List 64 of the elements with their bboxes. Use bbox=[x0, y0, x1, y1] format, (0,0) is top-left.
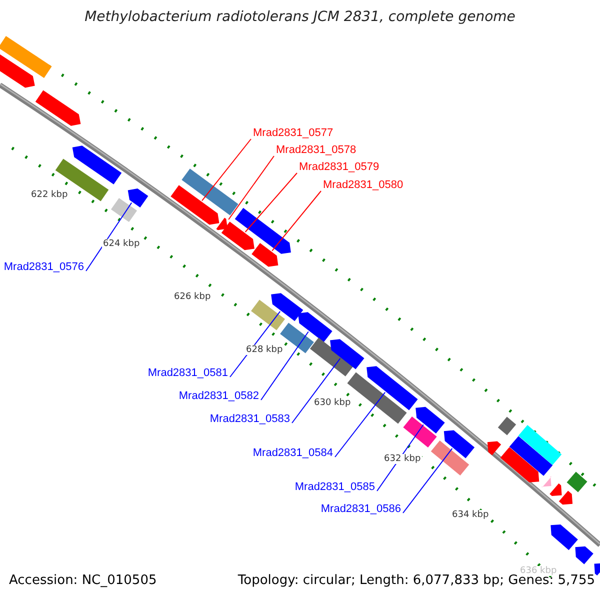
leader-line bbox=[86, 202, 132, 272]
gene-feature bbox=[518, 425, 562, 465]
leader-line bbox=[272, 190, 322, 252]
gene-feature bbox=[251, 300, 285, 330]
gene-feature bbox=[35, 90, 81, 126]
gene-feature bbox=[566, 472, 588, 492]
gene-feature bbox=[182, 168, 238, 216]
gene-feature bbox=[550, 483, 562, 496]
gene-feature bbox=[170, 185, 220, 225]
leader-line bbox=[402, 448, 453, 514]
gene-feature bbox=[509, 436, 553, 476]
gene-label: Mrad2831_0585 bbox=[294, 481, 375, 494]
scale-label: 624 kbp bbox=[102, 239, 141, 250]
gene-feature bbox=[128, 188, 148, 208]
map-title: Methylobacterium radiotolerans JCM 2831, complete genome bbox=[84, 9, 516, 26]
gene-label: Mrad2831_0576 bbox=[4, 261, 84, 274]
gene-feature bbox=[416, 406, 445, 434]
leader-line bbox=[202, 138, 252, 202]
gene-feature bbox=[550, 524, 578, 550]
gene-feature bbox=[366, 366, 418, 410]
gene-label: Mrad2831_0579 bbox=[299, 161, 380, 174]
gene-feature bbox=[575, 546, 594, 564]
gene-label: Mrad2831_0580 bbox=[323, 179, 404, 192]
scale-label: 632 kbp bbox=[383, 454, 422, 464]
gene-feature bbox=[594, 563, 600, 576]
gene-feature bbox=[500, 447, 540, 482]
genome-summary-text: Topology: circular; Length: 6,077,833 bp; Genes: 5,755 bbox=[238, 574, 595, 589]
gene-feature bbox=[403, 416, 437, 448]
gene-label: Mrad2831_0583 bbox=[210, 413, 290, 426]
gene-feature bbox=[0, 52, 35, 88]
gene-feature bbox=[252, 242, 278, 267]
gene-label: Mrad2831_0577 bbox=[253, 127, 334, 140]
scale-label: 630 kbp bbox=[313, 398, 352, 408]
gene-feature bbox=[498, 416, 516, 436]
gene-label: Mrad2831_0584 bbox=[252, 447, 333, 460]
gene-feature bbox=[72, 146, 122, 184]
gene-feature bbox=[110, 198, 138, 222]
leader-line bbox=[260, 331, 309, 400]
scale-label: 626 kbp bbox=[173, 292, 212, 302]
gene-feature bbox=[0, 36, 52, 78]
gene-feature bbox=[487, 441, 502, 456]
gene-feature bbox=[444, 430, 475, 458]
gene-label: Mrad2831_0586 bbox=[320, 503, 401, 516]
gene-feature bbox=[271, 293, 304, 322]
gene-feature bbox=[216, 218, 228, 230]
scale-label: 628 kbp bbox=[245, 345, 284, 356]
accession-text: Accession: NC_010505 bbox=[9, 574, 157, 589]
leader-line bbox=[244, 172, 298, 232]
gene-feature bbox=[330, 339, 364, 370]
leader-line bbox=[334, 392, 386, 458]
scale-label: 622 kbp bbox=[30, 190, 69, 200]
gene-feature bbox=[558, 490, 573, 505]
gene-feature bbox=[298, 312, 332, 342]
gene-feature bbox=[541, 476, 552, 488]
gene-feature bbox=[430, 440, 470, 476]
scale-label: 636 kbp bbox=[519, 566, 558, 576]
gene-feature bbox=[221, 222, 254, 250]
gene-feature bbox=[234, 208, 291, 254]
leader-line bbox=[292, 358, 341, 424]
gene-label: Mrad2831_0581 bbox=[148, 367, 228, 380]
gene-label: Mrad2831_0578 bbox=[276, 144, 356, 157]
gene-label: Mrad2831_0582 bbox=[178, 390, 259, 403]
leader-line bbox=[228, 156, 274, 220]
scale-label: 634 kbp bbox=[451, 510, 490, 520]
